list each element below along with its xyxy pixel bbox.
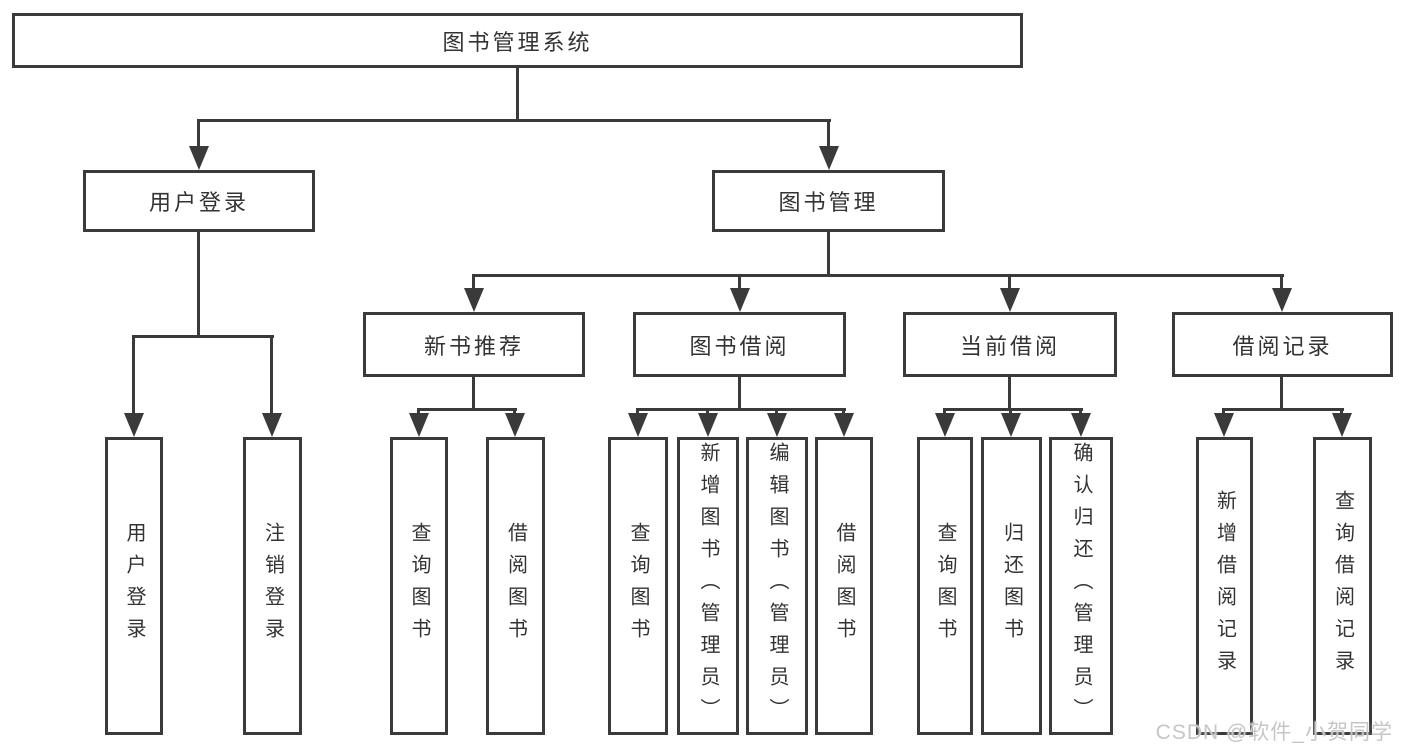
arrow-down-icon <box>698 413 718 437</box>
connector-root-distributor <box>197 119 831 122</box>
arrow-down-icon <box>834 413 854 437</box>
connector-userlogin-distributor <box>132 335 274 338</box>
arrow-down-icon <box>1214 413 1234 437</box>
leaf-cb-confirm-return-admin: 确认归还（管理员） <box>1049 437 1113 735</box>
connector-arrow-shaft <box>132 335 135 415</box>
connector-borrow-stub <box>738 377 741 408</box>
arrow-down-icon <box>1071 413 1091 437</box>
leaf-logout: 注销登录 <box>243 437 302 735</box>
connector-arrow-shaft <box>472 274 475 290</box>
connector-userlogin-stub <box>197 232 200 335</box>
leaf-user-login-label: 用户登录 <box>123 522 145 650</box>
leaf-cb-return-books-label: 归还图书 <box>1000 522 1023 650</box>
connector-arrow-shaft <box>270 335 273 415</box>
arrow-down-icon <box>262 413 282 437</box>
arrow-down-icon <box>505 413 525 437</box>
arrow-down-icon <box>1332 413 1352 437</box>
arrow-down-icon <box>464 288 484 312</box>
connector-arrow-shaft <box>842 408 845 415</box>
leaf-bb-add-books-admin: 新增图书（管理员） <box>677 437 739 735</box>
leaf-bb-query-books-label: 查询图书 <box>627 522 649 650</box>
node-current-borrow-label: 当前借阅 <box>959 333 1060 359</box>
node-borrow-records-label: 借阅记录 <box>1232 333 1333 359</box>
node-root-label: 图书管理系统 <box>442 29 593 55</box>
connector-current-stub <box>1008 377 1011 408</box>
leaf-br-query-record-label: 查询借阅记录 <box>1331 490 1354 682</box>
connector-arrow-shaft <box>197 119 200 148</box>
node-book-management-label: 图书管理 <box>778 190 879 215</box>
leaf-bb-add-books-admin-label: 新增图书（管理员） <box>697 442 719 730</box>
connector-arrow-shaft <box>1222 408 1225 415</box>
connector-arrow-shaft <box>1008 274 1011 290</box>
connector-current-distributor <box>943 408 1083 411</box>
connector-newbook-distributor <box>417 408 517 411</box>
connector-newbook-stub <box>472 377 475 408</box>
connector-bookmgmt-distributor <box>472 274 1284 277</box>
leaf-br-query-record: 查询借阅记录 <box>1313 437 1372 735</box>
connector-arrow-shaft <box>943 408 946 415</box>
arrow-down-icon <box>628 413 648 437</box>
connector-arrow-shaft <box>706 408 709 415</box>
leaf-cb-confirm-return-admin-label: 确认归还（管理员） <box>1070 442 1092 730</box>
node-user-login: 用户登录 <box>83 170 315 232</box>
leaf-logout-label: 注销登录 <box>261 522 284 650</box>
connector-arrow-shaft <box>417 408 420 415</box>
arrow-down-icon <box>124 413 144 437</box>
node-current-borrow: 当前借阅 <box>903 312 1117 377</box>
leaf-nb-query-books: 查询图书 <box>390 437 448 735</box>
leaf-bb-borrow-books-label: 借阅图书 <box>833 522 855 650</box>
arrow-down-icon <box>767 413 787 437</box>
leaf-bb-query-books: 查询图书 <box>608 437 668 735</box>
leaf-nb-borrow-books-label: 借阅图书 <box>504 522 527 650</box>
connector-arrow-shaft <box>636 408 639 415</box>
connector-records-distributor <box>1222 408 1344 411</box>
arrow-down-icon <box>730 288 750 312</box>
node-user-login-label: 用户登录 <box>148 190 249 215</box>
watermark: CSDN @软件_小贺同学 <box>1155 721 1393 744</box>
leaf-bb-edit-books-admin: 编辑图书（管理员） <box>746 437 808 735</box>
arrow-down-icon <box>1001 413 1021 437</box>
node-new-book-recommend: 新书推荐 <box>363 312 585 377</box>
leaf-br-add-record-label: 新增借阅记录 <box>1213 490 1236 682</box>
arrow-down-icon <box>935 413 955 437</box>
connector-arrow-shaft <box>738 274 741 290</box>
leaf-cb-query-books-label: 查询图书 <box>934 522 956 650</box>
connector-arrow-shaft <box>827 119 830 148</box>
node-book-borrow-label: 图书借阅 <box>689 333 790 359</box>
arrow-down-icon <box>819 146 839 170</box>
node-book-borrow: 图书借阅 <box>633 312 846 377</box>
leaf-br-add-record: 新增借阅记录 <box>1196 437 1253 735</box>
node-book-management: 图书管理 <box>712 170 945 232</box>
leaf-bb-edit-books-admin-label: 编辑图书（管理员） <box>766 442 788 730</box>
leaf-bb-borrow-books: 借阅图书 <box>815 437 873 735</box>
arrow-down-icon <box>409 413 429 437</box>
leaf-user-login: 用户登录 <box>105 437 163 735</box>
connector-arrow-shaft <box>775 408 778 415</box>
leaf-nb-query-books-label: 查询图书 <box>408 522 430 650</box>
arrow-down-icon <box>189 146 209 170</box>
connector-arrow-shaft <box>1280 274 1283 290</box>
arrow-down-icon <box>1000 288 1020 312</box>
connector-arrow-shaft <box>1340 408 1343 415</box>
connector-root-stub <box>516 68 519 119</box>
node-root: 图书管理系统 <box>12 13 1023 68</box>
connector-arrow-shaft <box>513 408 516 415</box>
leaf-nb-borrow-books: 借阅图书 <box>486 437 545 735</box>
leaf-cb-query-books: 查询图书 <box>917 437 973 735</box>
connector-arrow-shaft <box>1079 408 1082 415</box>
node-new-book-recommend-label: 新书推荐 <box>423 333 524 359</box>
node-borrow-records: 借阅记录 <box>1172 312 1393 377</box>
connector-bookmgmt-stub <box>827 232 830 274</box>
arrow-down-icon <box>1272 288 1292 312</box>
connector-borrow-distributor <box>636 408 846 411</box>
connector-arrow-shaft <box>1009 408 1012 415</box>
connector-records-stub <box>1280 377 1283 408</box>
leaf-cb-return-books: 归还图书 <box>981 437 1042 735</box>
